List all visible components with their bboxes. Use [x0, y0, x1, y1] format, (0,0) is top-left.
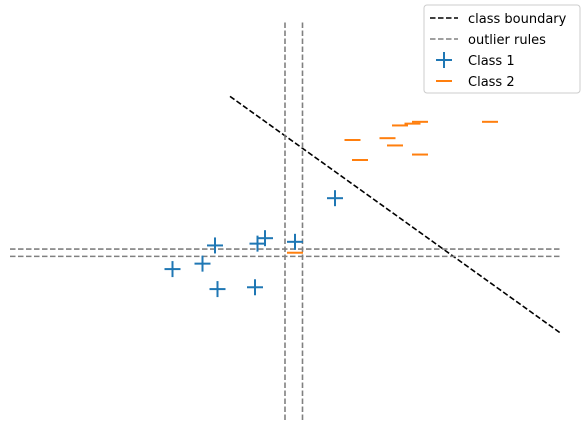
- point-class-1-5: [194, 255, 211, 272]
- point-class-1-0: [327, 190, 343, 207]
- series-class-2: [287, 120, 498, 254]
- point-class-1-2: [249, 235, 266, 252]
- point-class-1-4: [287, 233, 303, 250]
- legend-entry-class-2: Class 2: [436, 75, 515, 90]
- series-class-1: [164, 190, 343, 298]
- legend-label: Class 2: [468, 75, 515, 90]
- legend-label: class boundary: [468, 12, 567, 27]
- legend: class boundary outlier rules Class 1 Cla…: [423, 4, 581, 94]
- legend-entry-class-1: Class 1: [436, 52, 515, 69]
- point-class-1-7: [209, 281, 226, 298]
- legend-frame: [423, 4, 581, 94]
- point-class-1-6: [164, 261, 181, 278]
- legend-label: outlier rules: [468, 33, 546, 48]
- point-class-1-8: [247, 279, 263, 296]
- legend-label: Class 1: [468, 54, 515, 69]
- legend-entry-class-boundary: class boundary: [430, 12, 567, 27]
- plot-area: [10, 20, 561, 420]
- point-class-1-3: [207, 237, 223, 254]
- class-boundary-line-0: [229, 95, 561, 334]
- legend-plus-marker-icon: [436, 52, 452, 68]
- legend-entry-outlier-rules: outlier rules: [430, 33, 546, 48]
